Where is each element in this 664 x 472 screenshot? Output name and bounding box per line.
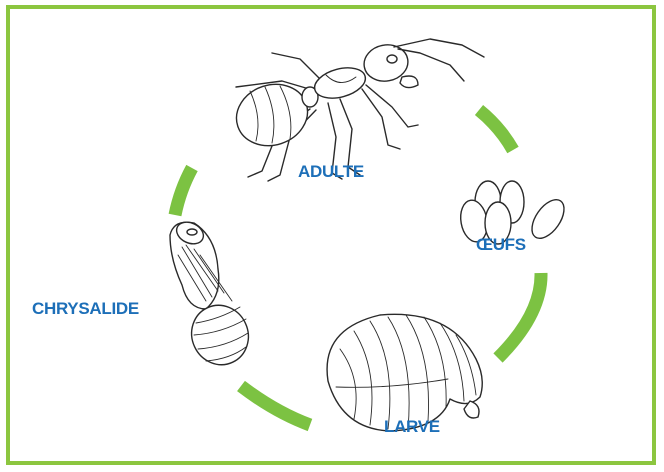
life-cycle-diagram: ADULTE ŒUFS LARVE CHRYSALIDE	[10, 9, 652, 461]
cycle-arc-adult-to-eggs	[479, 110, 513, 150]
label-larva: LARVE	[384, 418, 440, 435]
life-cycle-artwork	[10, 9, 652, 461]
larva-illustration	[327, 314, 482, 431]
cycle-arc-eggs-to-larva	[498, 273, 541, 358]
label-eggs: ŒUFS	[476, 236, 526, 253]
diagram-frame: ADULTE ŒUFS LARVE CHRYSALIDE	[6, 5, 656, 465]
pupa-illustration	[170, 218, 258, 374]
label-adult: ADULTE	[298, 163, 364, 180]
cycle-arc-larva-to-pupa	[241, 386, 310, 425]
ant-illustration	[228, 39, 484, 181]
label-pupa: CHRYSALIDE	[32, 300, 139, 317]
cycle-arc-pupa-to-adult	[175, 168, 192, 215]
